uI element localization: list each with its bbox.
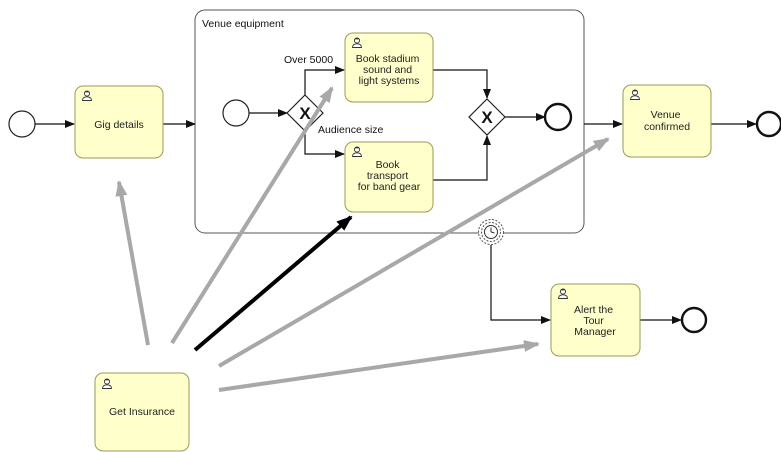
flow-gateway-to-stadium [304, 66, 345, 95]
svg-text:Alert the Tour Man: Alert the Tour Manager [574, 304, 616, 338]
task-label: Manager [574, 326, 616, 338]
flow-transport-to-join [433, 135, 491, 181]
task-label: Book stadium [356, 53, 420, 65]
task-get-insurance[interactable]: Get Insurance [94, 372, 190, 452]
association-to-book-stadium [170, 86, 334, 345]
flow-timer-to-alert [490, 245, 551, 324]
task-label: light systems [359, 75, 420, 87]
sequence-flows [35, 66, 757, 324]
association-to-venue-confirmed [217, 137, 610, 368]
task-label: sound and [363, 64, 412, 76]
task-label: transport [367, 170, 409, 182]
svg-text:Book transport for: Book transport for band gear [358, 159, 421, 193]
flow-label-over-5000: Over 5000 [284, 54, 333, 66]
task-label: Alert the [574, 304, 613, 316]
task-alert-tour-manager[interactable]: Alert the Tour Manager [550, 283, 641, 357]
end-event[interactable] [755, 110, 781, 138]
svg-text:Book stadium sound and: Book stadium sound and light systems [356, 53, 423, 87]
subprocess-start-event[interactable] [222, 99, 250, 127]
task-label: Gig details [94, 119, 144, 131]
association-to-book-transport [193, 215, 353, 352]
association-to-alert-manager [218, 340, 540, 392]
clock-icon [484, 225, 498, 239]
task-venue-confirmed[interactable]: Venue confirmed [622, 84, 712, 158]
gateway-x-icon: X [481, 108, 493, 127]
svg-text:Venue confirmed: Venue confirmed [644, 109, 690, 133]
start-event[interactable] [8, 110, 36, 138]
gateway-x-icon: X [299, 104, 311, 123]
associations [115, 86, 610, 392]
exclusive-gateway-join[interactable]: X [468, 98, 506, 136]
exclusive-gateway-split[interactable]: X [286, 94, 324, 132]
task-label: Book [376, 159, 401, 171]
subprocess-label: Venue equipment [202, 18, 284, 30]
task-label: for band gear [358, 181, 421, 193]
flow-stadium-to-join [433, 69, 491, 99]
association-to-gig-details [115, 180, 150, 346]
svg-text:Get Insurance: Get Insurance [109, 406, 175, 418]
task-gig-details[interactable]: Gig details [74, 85, 164, 159]
task-book-transport[interactable]: Book transport for band gear [344, 141, 434, 213]
flow-label-audience-size: Audience size [318, 124, 384, 136]
task-label: Get Insurance [109, 406, 175, 418]
task-label: Venue [651, 109, 681, 121]
subprocess-end-event[interactable] [543, 102, 573, 132]
timer-boundary-event[interactable] [478, 219, 504, 245]
end-event-alert[interactable] [680, 306, 708, 334]
task-book-stadium[interactable]: Book stadium sound and light systems [344, 32, 434, 103]
task-label: Tour [583, 315, 604, 327]
svg-text:Gig details: Gig details [94, 119, 144, 131]
flow-gateway-to-transport [304, 131, 345, 158]
task-label: confirmed [644, 121, 690, 133]
